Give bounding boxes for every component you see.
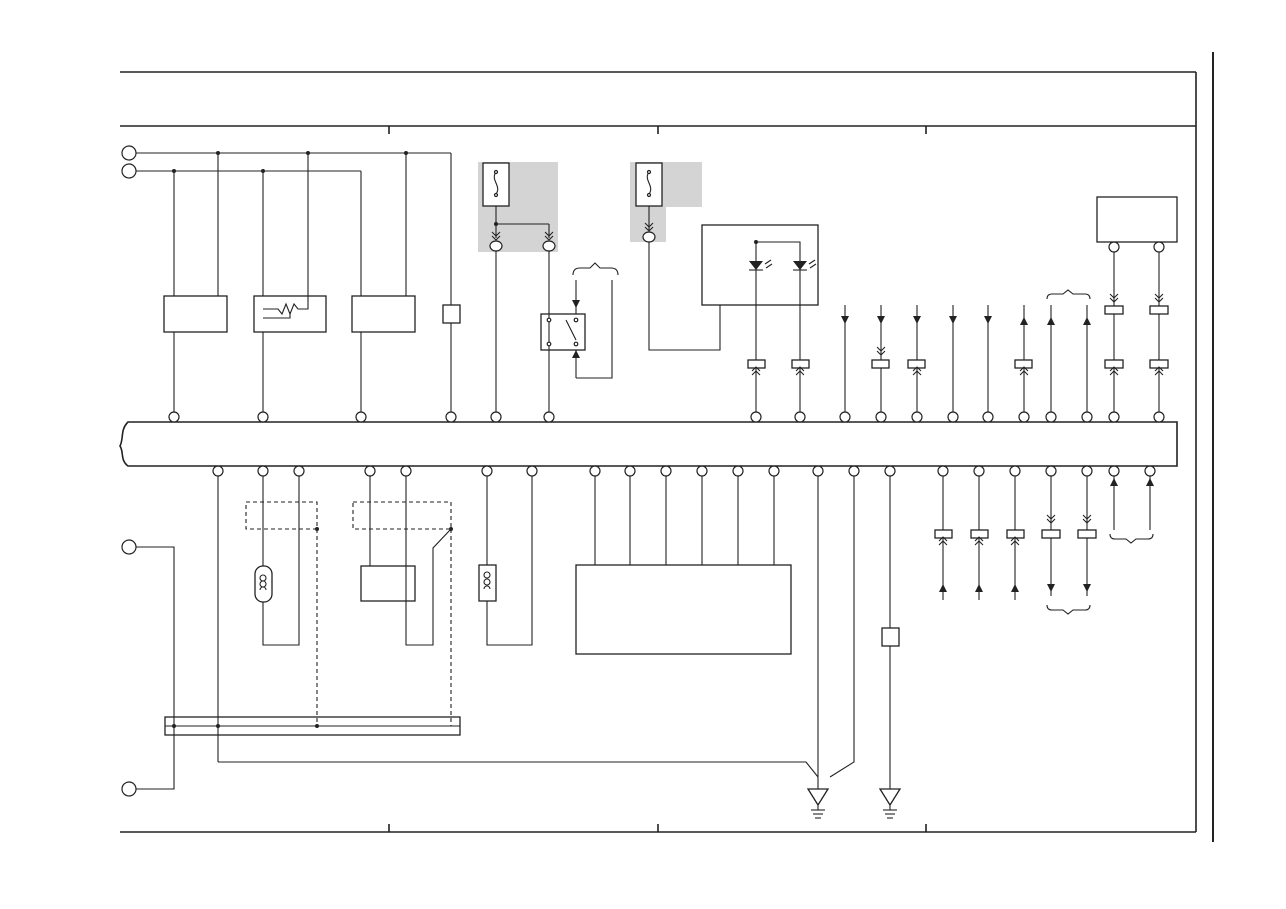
- page-frame: [120, 52, 1214, 842]
- switch: [540, 262, 619, 379]
- ecu-upper-pins: [168, 411, 1165, 423]
- ecu-lower-pins: [212, 465, 1156, 477]
- led-indicator-module: [701, 224, 819, 412]
- component-box-1: [163, 295, 228, 333]
- upper-right-signals: [841, 289, 1091, 412]
- supply-lines: [121, 145, 451, 179]
- sensor-coil-1: [217, 476, 319, 762]
- lower-right-signals: [934, 476, 1154, 615]
- lower-component-2: [352, 476, 453, 726]
- ground-1: [218, 476, 855, 819]
- lower-module: [575, 476, 792, 655]
- ground-2: [878, 476, 902, 819]
- lower-left-terminals: [121, 539, 175, 797]
- ecu-body: [119, 421, 1178, 467]
- connector-square: [442, 304, 461, 324]
- sensor-coil-3: [478, 476, 533, 646]
- component-box-3: [351, 295, 416, 333]
- variable-resistor-component: [253, 153, 327, 333]
- upper-left-wiring: [173, 153, 452, 412]
- fuse-1: [482, 162, 556, 412]
- shield-bar: [164, 716, 461, 736]
- fuse-2: [635, 162, 721, 351]
- upper-right-module: [1096, 196, 1178, 412]
